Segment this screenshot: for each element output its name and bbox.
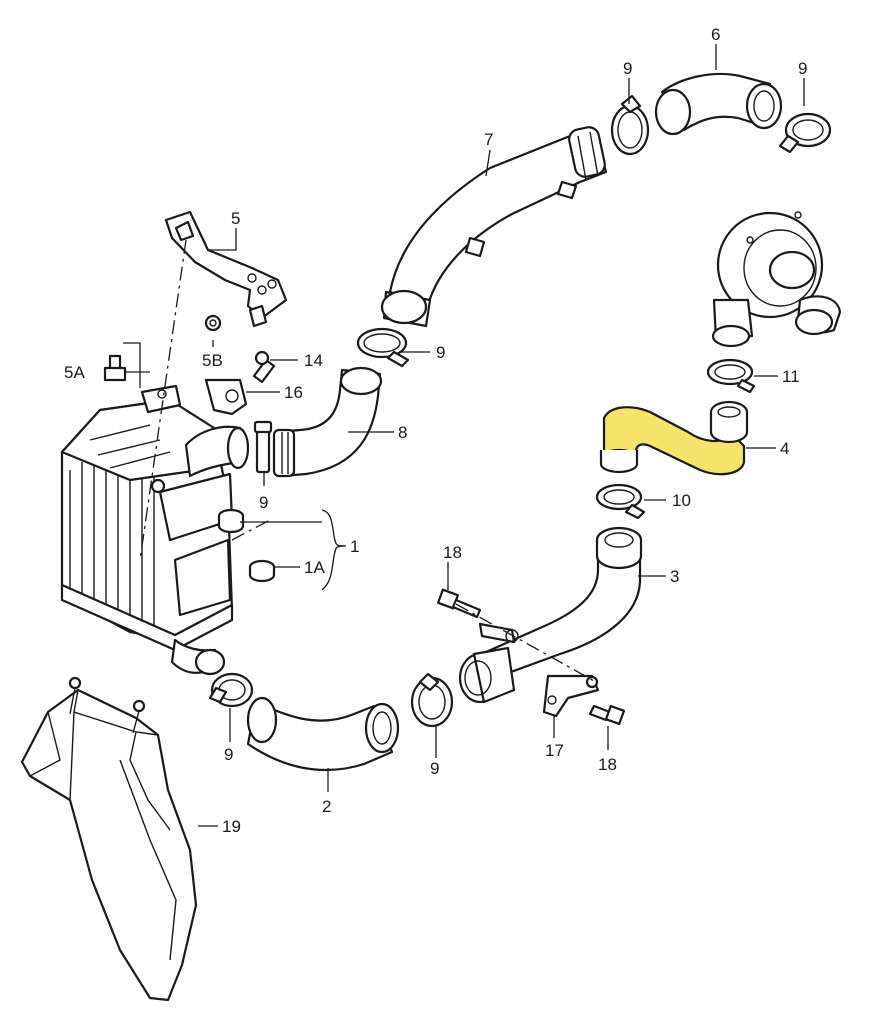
hose-part-3 [458,526,643,704]
hose-clamp-part-11 [706,358,756,394]
hose-part-4-highlighted [599,400,749,476]
callout-18-lower: 18 [598,755,617,774]
callout-5A: 5A [64,363,85,382]
bolt-part-18-upper [436,588,482,619]
callout-11: 11 [782,367,800,386]
hose-part-2 [246,696,400,772]
callout-labels: 5 5A 5B 14 16 9 8 9 7 9 6 9 11 4 10 3 1 … [64,25,807,836]
mount-bracket [140,384,182,414]
hose-clamp-part-9-lower-right [410,672,454,728]
callout-9-lower-left: 9 [224,745,233,764]
callout-1: 1 [350,537,359,556]
callout-9-sensor: 9 [259,493,268,512]
callout-9-right-top: 9 [798,59,807,78]
callout-8: 8 [398,423,407,442]
bolt-part-18-lower [588,704,626,726]
bracket-part-5 [164,210,288,332]
hose-clamp-part-9-right-top [778,112,832,154]
hose-part-7 [380,126,608,328]
intercooler-part-1 [60,398,250,676]
callout-10: 10 [672,491,691,510]
callout-5: 5 [231,209,240,228]
hose-clip-part-9-sensor [253,420,273,474]
hose-clamp-part-10 [595,483,646,520]
air-guide-part-19 [20,676,198,1002]
callout-1A: 1A [304,558,325,577]
assembly-lines [139,239,597,683]
callout-9-left-top: 9 [623,59,632,78]
turbocharger [711,211,842,348]
callout-9-lower-right: 9 [430,759,439,778]
rubber-mount-part-1A [217,508,276,583]
callout-14: 14 [304,351,323,370]
callout-7: 7 [484,130,493,149]
bracket-part-17 [542,674,600,718]
callout-6: 6 [711,25,720,44]
callout-5B: 5B [202,351,223,370]
callout-18-upper: 18 [443,543,462,562]
callout-17: 17 [545,741,564,760]
hose-clamp-part-9-upper [356,327,410,368]
callout-4: 4 [780,439,789,458]
leader-lines [123,44,805,827]
callout-3: 3 [670,567,679,586]
hose-clamp-part-9-lower-left [208,672,254,708]
hose-clamp-part-9-left-top [610,94,650,156]
bolt-part-14 [252,350,276,384]
callout-2: 2 [322,797,331,816]
sensor-part-16 [204,378,248,416]
bolt-part-5A [103,354,127,382]
hose-part-8 [272,366,383,478]
hose-part-4-highlight-fill [602,406,746,476]
callout-9-upper: 9 [436,343,445,362]
callout-16: 16 [284,383,303,402]
hose-part-6 [654,72,783,136]
callout-19: 19 [222,817,241,836]
